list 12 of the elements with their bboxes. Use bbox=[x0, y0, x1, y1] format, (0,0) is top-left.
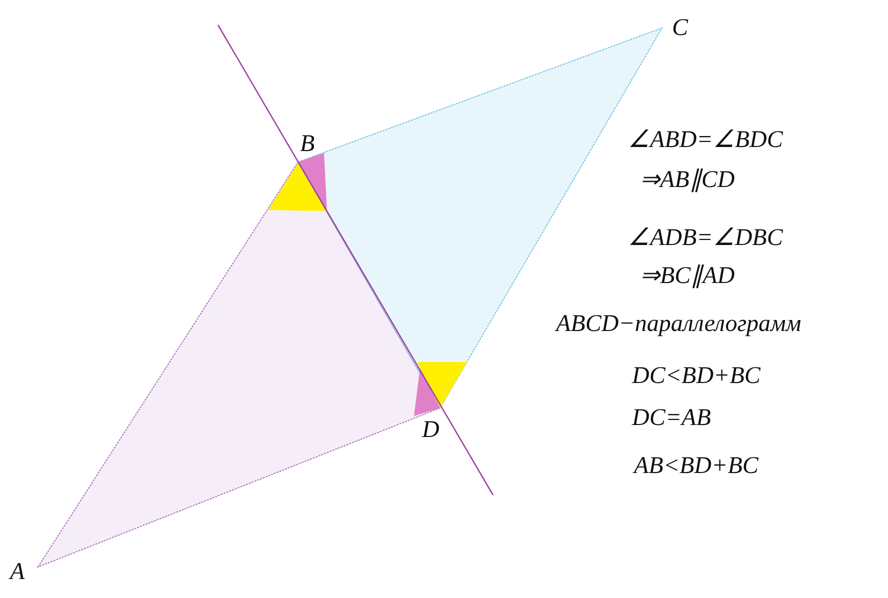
formula: DC<BD+BC bbox=[632, 364, 760, 388]
formula: ABCD−параллелограмм bbox=[556, 312, 802, 336]
formula: ⇒AB∥CD bbox=[640, 168, 735, 192]
formula: AB<BD+BC bbox=[634, 454, 758, 478]
formula: DC=AB bbox=[632, 406, 711, 430]
vertex-label: D bbox=[422, 418, 440, 442]
formula: ∠ABD=∠BDC bbox=[628, 128, 783, 152]
vertex-label: A bbox=[10, 560, 25, 584]
vertex-label: C bbox=[672, 16, 688, 40]
vertex-label: B bbox=[300, 132, 315, 156]
formula: ⇒BC∥AD bbox=[640, 264, 735, 288]
formula: ∠ADB=∠DBC bbox=[628, 226, 783, 250]
